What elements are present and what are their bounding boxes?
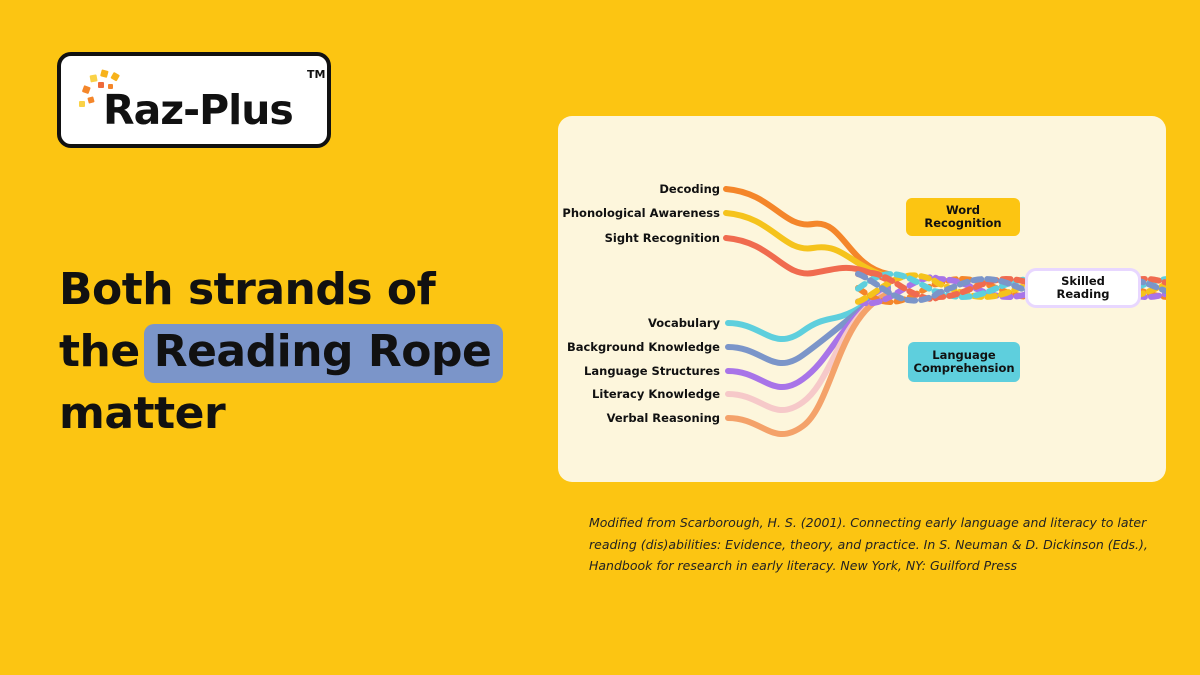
language-strand-1 (725, 283, 891, 343)
strand-label-language-structures: Language Structures (584, 364, 720, 378)
headline-highlight: Reading Rope (143, 324, 504, 383)
strand-label-vocabulary: Vocabulary (647, 316, 720, 330)
language-strand-5 (725, 291, 891, 438)
headline-line-3: matter (59, 388, 226, 439)
raz-plus-logo: Raz-Plus TM (57, 52, 331, 148)
headline-line-2-prefix: the (59, 326, 140, 377)
strand-label-sight-recognition: Sight Recognition (604, 231, 720, 245)
language-comprehension-tag: Language Comprehension (908, 342, 1020, 382)
headline-line-1: Both strands of (59, 264, 436, 315)
logo-wordmark: Raz-Plus (103, 86, 294, 134)
strand-label-decoding: Decoding (659, 182, 720, 196)
strand-label-phonological-awareness: Phonological Awareness (562, 206, 720, 220)
word-strand-2 (723, 210, 891, 280)
strand-label-verbal-reasoning: Verbal Reasoning (606, 411, 720, 425)
strand-label-literacy-knowledge: Literacy Knowledge (592, 387, 720, 401)
citation: Modified from Scarborough, H. S. (2001).… (589, 515, 1148, 573)
language-comprehension-label: Language Comprehension (913, 348, 1015, 375)
logo-sparks-icon (79, 69, 120, 107)
logo-trademark: TM (307, 68, 326, 81)
word-recognition-label: Word Recognition (924, 203, 1002, 230)
skilled-reading-label: Skilled Reading (1056, 274, 1110, 301)
word-recognition-tag: Word Recognition (906, 198, 1020, 236)
strand-label-background-knowledge: Background Knowledge (566, 340, 720, 354)
word-strand-1 (723, 186, 891, 277)
reading-rope-diagram: Decoding Phonological Awareness Sight Re… (558, 116, 1166, 482)
skilled-reading-tag: Skilled Reading (1028, 271, 1138, 305)
word-strand-3 (723, 235, 891, 283)
